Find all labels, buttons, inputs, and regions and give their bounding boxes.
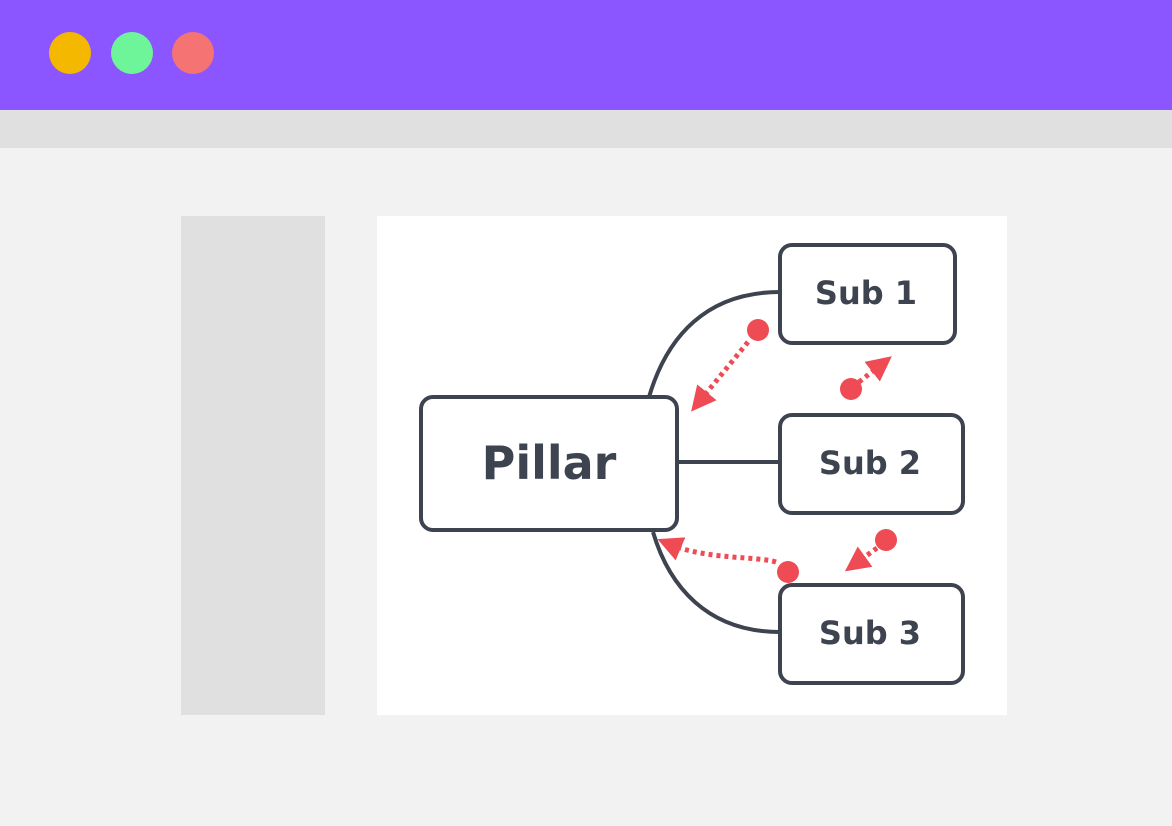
- sidebar-placeholder: [181, 216, 325, 715]
- sub-node-2: [778, 413, 965, 515]
- maximize-button[interactable]: [111, 32, 153, 74]
- toolbar: [0, 110, 1172, 148]
- close-button[interactable]: [172, 32, 214, 74]
- sub-label-1: Sub 1: [815, 274, 917, 312]
- internal-link-sub2-to-sub1: [840, 356, 892, 400]
- pillar-label: Pillar: [482, 436, 617, 490]
- internal-link-sub3-to-sub2: [844, 529, 897, 572]
- internal-link-sub3-to-pillar: [657, 537, 799, 583]
- connector-pillar-sub1: [647, 290, 781, 398]
- sub-label-3: Sub 3: [819, 614, 921, 652]
- minimize-button[interactable]: [49, 32, 91, 74]
- pillar-cluster-diagram: Pillar Sub 1 Sub 2 Sub 3: [419, 243, 965, 685]
- sub-node-3: [778, 583, 965, 685]
- diagram-canvas: Pillar Sub 1 Sub 2 Sub 3: [377, 216, 1007, 715]
- pillar-node: [419, 395, 679, 532]
- sub-label-2: Sub 2: [819, 444, 921, 482]
- sub-node-1: [778, 243, 957, 345]
- title-bar: [0, 0, 1172, 110]
- internal-link-sub1-to-pillar: [691, 319, 769, 412]
